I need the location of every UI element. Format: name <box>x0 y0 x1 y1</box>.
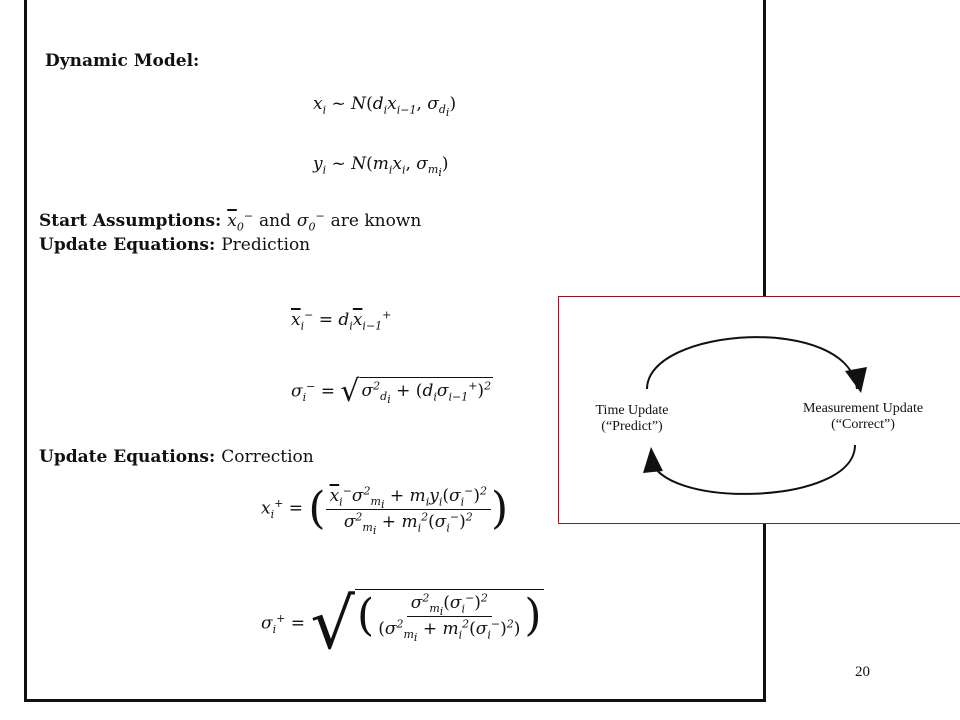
arc-top <box>646 336 858 390</box>
start-assumptions-line: Start Assumptions: x0− and σ0− are known <box>39 209 422 234</box>
arrowhead-bottom <box>643 447 663 473</box>
sqrt-symbol: √σ2di + (diσi−1+)2 <box>340 374 494 409</box>
update-correction-line: Update Equations: Correction <box>39 447 314 467</box>
arc-bottom <box>650 444 856 495</box>
update-label-prediction: Prediction <box>221 235 311 255</box>
start-assumptions-heading: Start Assumptions: <box>39 211 222 231</box>
cycle-arrows <box>643 336 867 495</box>
start-assumptions-tail: are known <box>330 211 422 231</box>
measurement-update-line1: Measurement Update <box>802 401 924 416</box>
time-update-line2: (“Predict”) <box>601 419 663 435</box>
arrowhead-top <box>845 367 867 393</box>
equation-x-model: xi ~ N(dixi−1, σdi) <box>313 94 457 120</box>
update-equations-heading-2: Update Equations: <box>39 447 216 467</box>
page-number: 20 <box>855 664 870 680</box>
time-update-line1: Time Update <box>595 403 669 418</box>
update-equations-heading-1: Update Equations: <box>39 235 216 255</box>
update-label-correction: Correction <box>221 447 314 467</box>
update-prediction-line: Update Equations: Prediction <box>39 235 310 255</box>
equation-sigma-prediction: σi− = √σ2di + (diσi−1+)2 <box>291 374 494 409</box>
time-update-label: Time Update (“Predict”) <box>577 403 687 435</box>
equation-y-model: yi ~ N(mixi, σmi) <box>313 154 449 180</box>
x0-minus-symbol: x0− <box>227 209 254 234</box>
measurement-update-label: Measurement Update (“Correct”) <box>781 401 945 433</box>
sqrt-symbol-large: √(σ2mi(σi−)2(σ2mi + mi2(σi−)2)) <box>310 583 544 665</box>
sigma0-minus-symbol: σ0− <box>296 209 325 234</box>
start-assumptions-and: and <box>258 211 291 231</box>
predict-correct-cycle-diagram: Time Update (“Predict”) Measurement Upda… <box>558 296 960 524</box>
measurement-update-line2: (“Correct”) <box>831 417 895 433</box>
equation-x-prediction: xi− = dixi−1+ <box>291 308 392 333</box>
equation-sigma-correction: σi+ = √(σ2mi(σi−)2(σ2mi + mi2(σi−)2)) <box>261 583 544 665</box>
dynamic-model-heading: Dynamic Model: <box>45 51 200 71</box>
